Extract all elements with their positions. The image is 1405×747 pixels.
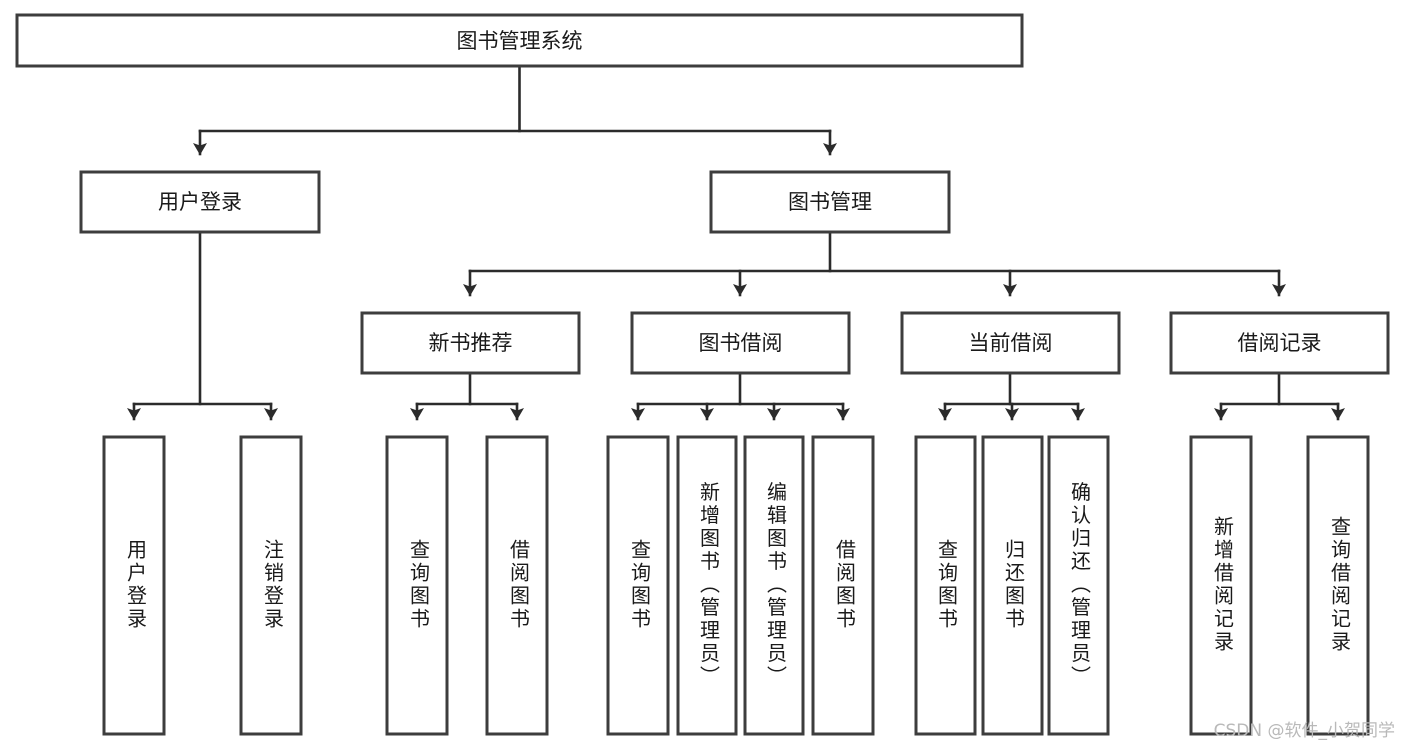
node-leaf-return-book-box[interactable] <box>981 435 1044 736</box>
node-leaf-query-book-rec-label: 查询图书 <box>407 539 431 631</box>
node-leaf-query-borrow-record-box[interactable] <box>1306 435 1370 736</box>
node-root[interactable]: 图书管理系统 <box>15 13 1024 68</box>
node-root-label: 图书管理系统 <box>457 29 583 53</box>
node-current-borrow-box <box>900 311 1121 375</box>
node-new-book-rec[interactable]: 新书推荐 <box>360 311 581 375</box>
node-user-login-label: 用户登录 <box>158 190 242 214</box>
node-leaf-add-borrow-record-label: 新增借阅记录 <box>1211 516 1235 654</box>
node-current-borrow[interactable]: 当前借阅 <box>900 311 1121 375</box>
node-leaf-borrow-book-label: 借阅图书 <box>833 539 857 631</box>
node-leaf-user-logout-box[interactable] <box>239 435 303 736</box>
node-leaf-query-book-rec-box[interactable] <box>385 435 449 736</box>
leaf-boxes <box>102 435 1370 736</box>
node-leaf-add-borrow-record-box[interactable] <box>1189 435 1253 736</box>
node-leaf-borrow-book-box[interactable] <box>811 435 875 736</box>
node-leaf-confirm-return-admin-label: 确认归还（管理员） <box>1068 481 1092 688</box>
node-user-login[interactable]: 用户登录 <box>79 170 321 234</box>
node-current-borrow-label: 当前借阅 <box>969 331 1053 355</box>
node-leaf-query-book-borrow-box[interactable] <box>606 435 670 736</box>
node-leaf-query-book-current-label: 查询图书 <box>935 539 959 631</box>
node-leaf-edit-book-admin-label: 编辑图书（管理员） <box>764 481 788 688</box>
node-leaf-query-book-current-box[interactable] <box>914 435 977 736</box>
node-leaf-add-book-admin-box[interactable] <box>676 435 738 736</box>
csdn-watermark: CSDN @软件_小贺同学 <box>1213 721 1395 741</box>
node-leaf-query-borrow-record-label: 查询借阅记录 <box>1328 516 1352 654</box>
node-book-borrow-box <box>630 311 851 375</box>
node-leaf-edit-book-admin-box[interactable] <box>743 435 805 736</box>
node-book-manage-box <box>709 170 951 234</box>
node-root-box <box>15 13 1024 68</box>
node-leaf-query-book-borrow-label: 查询图书 <box>628 539 652 631</box>
node-leaf-confirm-return-admin-box[interactable] <box>1047 435 1110 736</box>
node-book-manage[interactable]: 图书管理 <box>709 170 951 234</box>
node-book-manage-label: 图书管理 <box>788 190 872 214</box>
node-user-login-box <box>79 170 321 234</box>
node-leaf-add-book-admin-label: 新增图书（管理员） <box>697 481 721 688</box>
node-leaf-user-logout-label: 注销登录 <box>261 539 285 631</box>
node-leaf-user-login-box[interactable] <box>102 435 166 736</box>
node-new-book-rec-label: 新书推荐 <box>429 331 513 355</box>
leaf-labels: 用户登录 注销登录 查询图书 借阅图书 查询图书 新增图书（管理员） 编辑图书（… <box>124 481 1352 688</box>
node-borrow-record[interactable]: 借阅记录 <box>1169 311 1390 375</box>
node-borrow-record-label: 借阅记录 <box>1238 331 1322 355</box>
node-book-borrow[interactable]: 图书借阅 <box>630 311 851 375</box>
node-leaf-return-book-label: 归还图书 <box>1002 539 1026 631</box>
node-borrow-record-box <box>1169 311 1390 375</box>
node-leaf-user-login-label: 用户登录 <box>124 539 148 631</box>
node-leaf-borrow-book-rec-box[interactable] <box>485 435 549 736</box>
node-leaf-borrow-book-rec-label: 借阅图书 <box>507 539 531 631</box>
node-new-book-rec-box <box>360 311 581 375</box>
node-book-borrow-label: 图书借阅 <box>699 331 783 355</box>
edge-layer <box>127 64 1345 421</box>
